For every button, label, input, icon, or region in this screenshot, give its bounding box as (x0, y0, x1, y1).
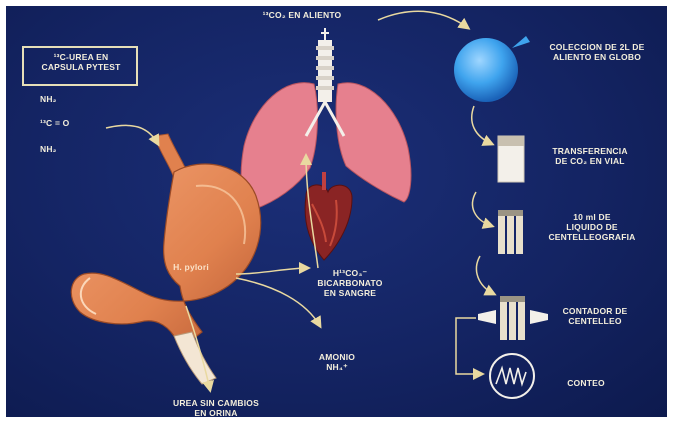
step-liquid-line-2: LIQUIDO DE (536, 222, 648, 232)
ammonium-label: AMONIO NH₄⁺ (304, 352, 370, 372)
arrow-step3-to-step4 (476, 256, 494, 294)
bicarbonate-blood: EN SANGRE (302, 288, 398, 298)
step-vial-line-1: TRANSFERENCIA (540, 146, 640, 156)
step-vial-label: TRANSFERENCIA DE CO₂ EN VIAL (540, 146, 640, 166)
ammonium-formula: NH₄⁺ (304, 362, 370, 372)
arrow-counter-to-count (456, 318, 482, 374)
stomach (71, 164, 260, 346)
breath-co2-label: ¹³CO₂ EN ALIENTO (242, 10, 362, 20)
capsule-label-line-2: CAPSULA PYTEST (26, 62, 136, 72)
bicarbonate-formula: H¹³CO₃⁻ (302, 268, 398, 278)
arrow-stomach-to-bicarb (236, 268, 308, 274)
duodenum (174, 332, 216, 384)
scintillation-counter-icon (478, 296, 548, 340)
step-count-label: CONTEO (556, 378, 616, 388)
vial-icon (498, 136, 524, 182)
step-vial-line-2: DE CO₂ EN VIAL (540, 156, 640, 166)
trachea (316, 28, 334, 102)
step-count-line-1: CONTEO (556, 378, 616, 388)
step-balloon-label: COLECCION DE 2L DE ALIENTO EN GLOBO (532, 42, 662, 62)
step-balloon-line-2: ALIENTO EN GLOBO (532, 52, 662, 62)
step-counter-line-2: CENTELLEO (546, 316, 644, 326)
bicarbonate-text: BICARBONATO (302, 278, 398, 288)
capsule-label-line-1: ¹³C-UREA EN (26, 52, 136, 62)
formula-nh2-top: NH₂ (40, 94, 57, 104)
capsule-label: ¹³C-UREA EN CAPSULA PYTEST (26, 52, 136, 72)
urine-text-1: UREA SIN CAMBIOS (160, 398, 272, 408)
arrow-breath-to-balloon (378, 11, 468, 28)
right-lung (336, 83, 411, 202)
arrow-capsule-to-stomach (106, 125, 158, 144)
urine-label: UREA SIN CAMBIOS EN ORINA (160, 398, 272, 417)
capsule-box: ¹³C-UREA EN CAPSULA PYTEST (22, 46, 138, 86)
bicarbonate-label: H¹³CO₃⁻ BICARBONATO EN SANGRE (302, 268, 398, 298)
diagram-panel: ¹³CO₂ EN ALIENTO ¹³C-UREA EN CAPSULA PYT… (6, 6, 667, 417)
formula-nh2-bottom: NH₂ (40, 144, 57, 154)
ammonium-text: AMONIO (304, 352, 370, 362)
count-signal-icon (490, 354, 534, 398)
h-pylori-label: H. pylori (156, 262, 226, 272)
arrow-step2-to-step3 (473, 192, 492, 226)
step-counter-label: CONTADOR DE CENTELLEO (546, 306, 644, 326)
step-liquid-line-3: CENTELLEOGRAFIA (536, 232, 648, 242)
step-liquid-label: 10 ml DE LIQUIDO DE CENTELLEOGRAFIA (536, 212, 648, 242)
arrow-step1-to-step2 (472, 106, 492, 144)
heart (305, 172, 352, 260)
step-balloon-line-1: COLECCION DE 2L DE (532, 42, 662, 52)
urine-text-2: EN ORINA (160, 408, 272, 417)
balloon (454, 36, 530, 102)
step-counter-line-1: CONTADOR DE (546, 306, 644, 316)
step-liquid-line-1: 10 ml DE (536, 212, 648, 222)
formula-c-o: ¹³C = O (40, 118, 70, 128)
scintillation-vials-icon (498, 210, 523, 254)
